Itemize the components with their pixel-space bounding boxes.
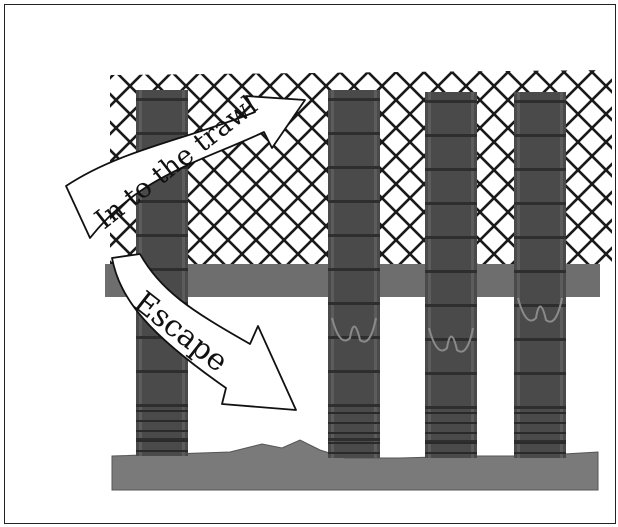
- post-body: [425, 92, 477, 458]
- post-wave: [428, 327, 474, 353]
- net-strand: [0, 60, 44, 280]
- net-strand: [467, 70, 612, 268]
- post-band: [328, 452, 380, 454]
- net-strand: [551, 70, 612, 268]
- post-band: [514, 442, 566, 444]
- post-2: [328, 90, 380, 458]
- post-band: [136, 98, 188, 101]
- post-band: [425, 338, 477, 341]
- post-band: [328, 132, 380, 135]
- post-band: [425, 100, 477, 103]
- post-band: [425, 202, 477, 205]
- post-band: [328, 412, 380, 414]
- post-body: [328, 90, 380, 458]
- post-band: [328, 302, 380, 305]
- post-band: [425, 270, 477, 273]
- net-strand: [551, 70, 612, 268]
- post-4: [514, 92, 566, 458]
- post-band: [425, 432, 477, 434]
- post-band: [136, 430, 188, 432]
- post-body: [514, 92, 566, 458]
- net-strand: [0, 60, 72, 280]
- post-band: [514, 432, 566, 434]
- post-band: [328, 370, 380, 373]
- post-edge: [560, 92, 563, 458]
- net-strand: [607, 70, 612, 268]
- post-band: [328, 432, 380, 434]
- post-band: [328, 336, 380, 339]
- post-band: [425, 372, 477, 375]
- post-band: [514, 270, 566, 273]
- post-band: [514, 202, 566, 205]
- post-band: [136, 440, 188, 442]
- post-band: [514, 100, 566, 103]
- post-3: [425, 92, 477, 458]
- post-band: [328, 234, 380, 237]
- post-band: [514, 168, 566, 171]
- post-band: [514, 412, 566, 414]
- post-band: [425, 452, 477, 454]
- net-strand: [110, 70, 157, 268]
- post-band: [425, 442, 477, 444]
- post-band: [514, 452, 566, 454]
- post-edge: [182, 90, 185, 456]
- post-band: [136, 404, 188, 407]
- post-band: [514, 134, 566, 137]
- post-band: [425, 304, 477, 307]
- post-edge: [428, 92, 431, 458]
- post-band: [514, 236, 566, 239]
- net-strand: [0, 60, 44, 280]
- post-band: [136, 200, 188, 203]
- post-band: [328, 200, 380, 203]
- post-band: [136, 410, 188, 412]
- post-band: [328, 422, 380, 424]
- post-edge: [471, 92, 474, 458]
- post-band: [136, 420, 188, 422]
- net-strand: [0, 60, 72, 280]
- post-band: [328, 404, 380, 407]
- net-strand: [215, 70, 437, 268]
- post-wave: [331, 317, 377, 343]
- net-strand: [383, 70, 605, 268]
- net-strand: [0, 60, 100, 280]
- post-edge: [517, 92, 520, 458]
- net-strand: [0, 60, 16, 280]
- net-strand: [110, 70, 157, 268]
- net-strand: [607, 70, 612, 268]
- post-band: [136, 132, 188, 135]
- post-edge: [331, 90, 334, 458]
- post-band: [514, 440, 566, 443]
- post-band: [514, 422, 566, 424]
- post-band: [136, 438, 188, 441]
- post-band: [514, 372, 566, 375]
- post-band: [425, 134, 477, 137]
- post-band: [425, 236, 477, 239]
- post-band: [425, 422, 477, 424]
- post-band: [425, 440, 477, 443]
- post-band: [514, 406, 566, 409]
- post-wave: [517, 297, 563, 323]
- post-band: [425, 406, 477, 409]
- net-strand: [0, 60, 100, 280]
- post-band: [328, 98, 380, 101]
- post-band: [328, 438, 380, 441]
- post-band: [328, 268, 380, 271]
- net-strand: [0, 60, 16, 280]
- post-band: [425, 168, 477, 171]
- post-edge: [374, 90, 377, 458]
- post-band: [514, 338, 566, 341]
- post-band: [136, 268, 188, 271]
- post-band: [328, 166, 380, 169]
- post-band: [425, 412, 477, 414]
- post-band: [136, 370, 188, 373]
- post-band: [136, 234, 188, 237]
- post-band: [328, 442, 380, 444]
- post-band: [136, 450, 188, 452]
